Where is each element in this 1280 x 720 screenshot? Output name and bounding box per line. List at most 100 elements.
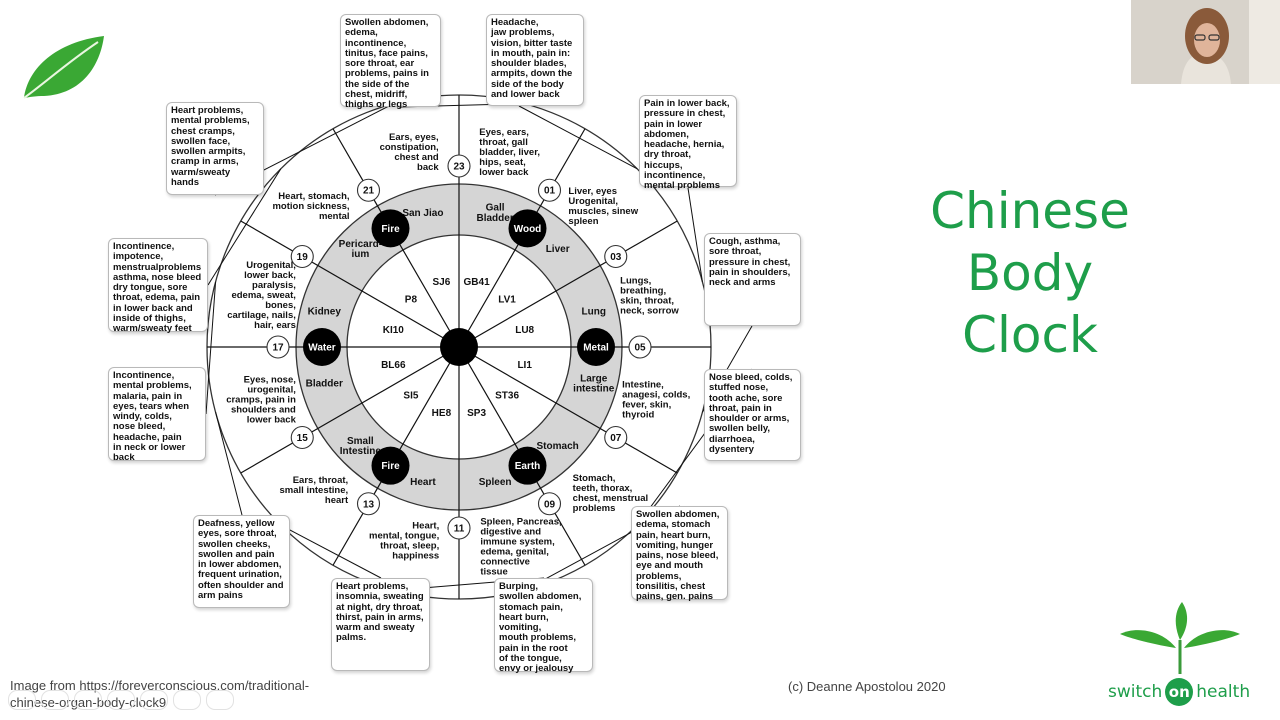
symptom-box: Headache, jaw problems, vision, bitter t… (486, 14, 584, 106)
organ-label: Liver (546, 244, 570, 255)
control-button[interactable] (74, 690, 102, 710)
player-controls[interactable] (8, 690, 239, 715)
leader-line (518, 105, 638, 170)
hour-badge (266, 335, 290, 359)
hour-divider-line (240, 220, 460, 348)
leader-line (205, 281, 217, 415)
organ-label: Spleen (479, 477, 512, 488)
symptom-box: Deafness, yellow eyes, sore throat, swol… (193, 515, 290, 608)
element-label: Wood (514, 224, 542, 235)
leader-line (215, 412, 243, 516)
hour-number: 11 (454, 524, 465, 535)
hour-number: 19 (297, 252, 309, 263)
center-hub (440, 328, 478, 366)
symptom-box: Swollen abdomen, edema, incontinence, ti… (340, 14, 441, 110)
hour-number: 01 (544, 186, 556, 197)
element-label: Metal (583, 343, 609, 354)
control-button[interactable] (8, 690, 36, 710)
leader-line (207, 168, 282, 286)
hour-description: Lungs,breathing,skin, throat,neck, sorro… (620, 276, 679, 317)
element-badge (577, 328, 615, 366)
point-label: P8 (405, 294, 418, 305)
organ-label: San Jiao (402, 208, 443, 219)
brand-health: health (1196, 682, 1251, 702)
hour-number: 09 (544, 499, 556, 510)
element-badge (371, 209, 410, 248)
point-label: LV1 (498, 294, 516, 305)
symptom-box: Pain in lower back, pressure in chest, p… (639, 95, 737, 191)
element-badge (303, 328, 341, 366)
control-button[interactable] (107, 690, 135, 710)
point-label: SI5 (403, 391, 418, 402)
slide-title-line1: Chinese Body (930, 182, 1130, 302)
organ-label: Stomach (537, 441, 579, 452)
point-label: SJ6 (433, 277, 451, 288)
hour-badge (356, 178, 381, 202)
leaf-icon (23, 36, 104, 99)
symptom-box: Swollen abdomen, edema, stomach pain, he… (631, 506, 728, 602)
point-label: HE8 (432, 408, 452, 419)
hour-number: 03 (610, 252, 622, 263)
point-label: LU8 (515, 325, 534, 336)
symptom-box: Incontinence, mental problems, malaria, … (108, 367, 206, 463)
element-label: Earth (515, 461, 541, 472)
point-label: ST36 (495, 391, 519, 402)
hour-number: 23 (453, 162, 465, 173)
control-button[interactable] (173, 690, 201, 710)
presenter-video-icon (1131, 0, 1280, 84)
hour-description: Intestine,anagesi, colds,fever, skin,thy… (622, 380, 690, 421)
organ-label: Pericard-ium (339, 239, 382, 260)
hour-badge (290, 244, 314, 269)
hour-divider-line (458, 346, 678, 474)
hour-description: Urogenital,lower back,paralysis,edema, s… (227, 260, 296, 331)
point-label: BL66 (381, 360, 406, 371)
hour-number: 07 (610, 433, 622, 444)
hour-divider-line (458, 220, 678, 348)
hour-description: Heart,mental, tongue,throat, sleep,happi… (369, 521, 439, 562)
organ-label: Kidney (308, 306, 342, 317)
hour-number: 17 (272, 343, 284, 354)
element-label: Fire (381, 224, 400, 235)
control-button[interactable] (140, 690, 168, 710)
control-button[interactable] (206, 690, 234, 710)
brand-on-badge: on (1165, 678, 1194, 706)
hour-divider-line (240, 346, 460, 474)
symptom-box: Cough, asthma, sore throat, pressure in … (704, 233, 801, 326)
element-badge (371, 446, 410, 485)
hour-badge (356, 492, 381, 516)
control-button[interactable] (41, 690, 69, 710)
hour-badge (628, 335, 652, 359)
webcam-thumbnail[interactable] (1131, 0, 1280, 84)
leader-line (280, 524, 382, 579)
organ-label: Lung (582, 306, 606, 317)
leader-line (687, 187, 703, 282)
element-label: Water (308, 343, 336, 354)
hour-number: 21 (363, 186, 375, 197)
element-badge (508, 446, 547, 485)
hour-badge (447, 516, 471, 540)
symptom-box: Heart problems, mental problems, chest c… (166, 102, 264, 195)
symptom-box: Incontinence, impotence, menstrualproble… (108, 238, 208, 334)
hour-description: Heart, stomach,motion sickness,mental (272, 191, 349, 222)
hour-number: 15 (297, 433, 309, 444)
plant-logo-icon (1120, 602, 1240, 674)
hour-badge (604, 425, 628, 450)
slide-title-line2: Clock (962, 306, 1098, 364)
brand-switch: switch (1108, 682, 1163, 702)
organ-label: Bladder (306, 379, 343, 390)
symptom-box: Burping, swollen abdomen, stomach pain, … (494, 578, 593, 674)
hour-badge (447, 154, 471, 178)
copyright-text: (c) Deanne Apostolou 2020 (788, 679, 946, 694)
symptom-box: Nose bleed, colds, stuffed nose, tooth a… (704, 369, 801, 461)
point-label: SP3 (467, 408, 486, 419)
hour-badge (604, 244, 628, 269)
